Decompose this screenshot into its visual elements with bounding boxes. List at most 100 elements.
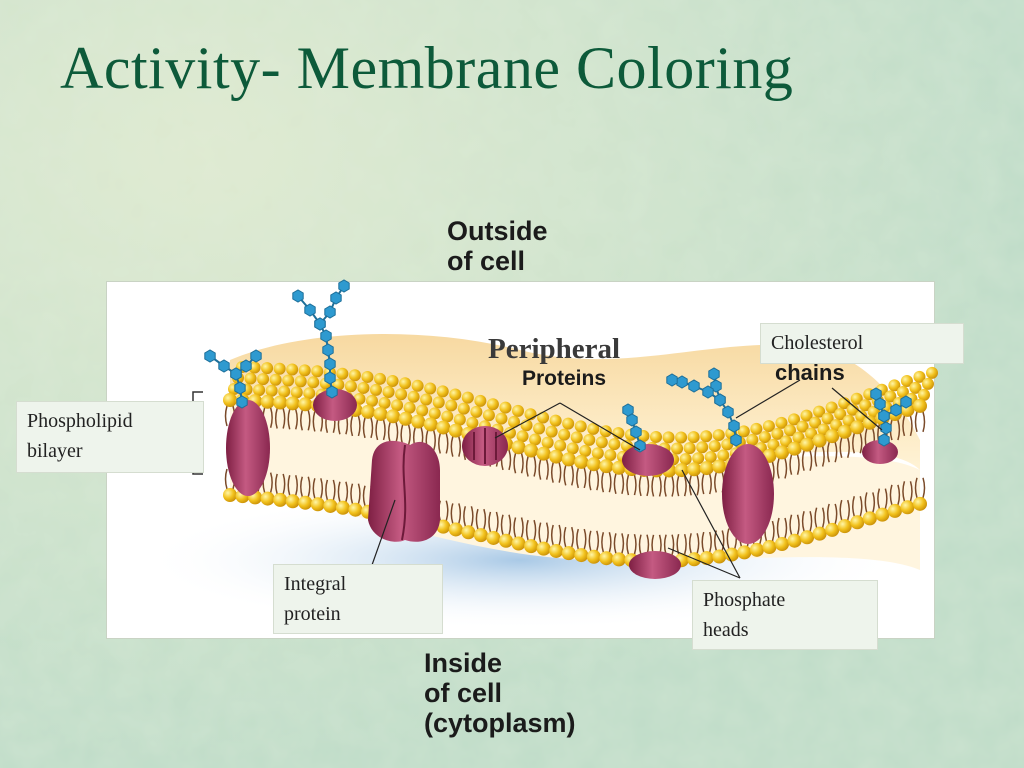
phosphate-head <box>436 519 451 534</box>
phosphate-head <box>650 430 662 443</box>
phosphate-head <box>511 440 526 455</box>
phosphate-head <box>699 461 714 476</box>
phosphate-head <box>307 376 320 389</box>
sugar-unit <box>314 317 326 331</box>
phosphate-head <box>692 452 705 465</box>
phosphate-head <box>787 533 802 548</box>
sugar-unit <box>688 379 700 393</box>
phosphate-head <box>403 401 416 414</box>
sugar-unit <box>890 403 902 417</box>
phosphate-head <box>512 404 524 417</box>
phosphate-head <box>775 416 788 429</box>
phosphate-head <box>800 530 815 545</box>
phosphate-head <box>599 551 614 566</box>
lipid-tail <box>877 488 888 509</box>
lipid-tail <box>576 467 587 489</box>
callout-line: Phospholipid <box>27 410 133 432</box>
phosphate-head <box>310 497 325 512</box>
lipid-tail <box>438 433 449 454</box>
sugar-unit <box>702 385 714 399</box>
phosphate-head <box>846 403 859 416</box>
phosphate-head <box>516 430 529 443</box>
phosphate-head <box>508 415 520 428</box>
lipid-tail <box>826 503 838 525</box>
phosphate-head <box>298 397 313 412</box>
sugar-unit <box>666 373 678 387</box>
phosphate-head <box>265 384 278 397</box>
phosphate-head <box>800 409 813 422</box>
phosphate-head <box>424 382 437 395</box>
sugar-unit <box>338 279 350 293</box>
peripheral-label: Peripheral <box>488 333 621 365</box>
phosphate-head <box>775 536 789 551</box>
lipid-tail <box>688 533 700 554</box>
phosphate-head <box>457 402 470 415</box>
lipid-tail <box>350 483 361 504</box>
phosphate-head <box>922 377 934 390</box>
lipid-tail <box>789 514 800 535</box>
phosphate-head <box>700 430 713 443</box>
outside-label-line-1: Outside <box>447 216 548 246</box>
sugar-unit <box>900 395 912 409</box>
sugar-unit <box>240 359 252 373</box>
phosphate-head <box>784 424 796 437</box>
phosphate-head <box>724 547 739 562</box>
outside-of-cell-label: Outside of cell <box>447 216 548 276</box>
lipid-tail <box>814 446 825 467</box>
lipid-tail <box>889 484 901 506</box>
lipid-tail <box>525 456 537 477</box>
sugar-unit <box>722 405 734 419</box>
phosphate-head <box>721 438 734 451</box>
phosphate-head <box>662 431 675 444</box>
phosphate-head <box>825 429 840 444</box>
phosphate-head <box>348 369 361 382</box>
sugar-unit <box>218 359 230 373</box>
sugar-unit <box>730 433 742 447</box>
leader-lines <box>371 379 883 579</box>
phosphate-head <box>586 549 601 564</box>
lipid-tail <box>538 459 549 480</box>
phosphate-head <box>361 404 375 419</box>
lipid-tail <box>274 473 286 495</box>
phosphate-head <box>775 445 789 460</box>
phosphate-head <box>244 372 257 385</box>
phosphate-head <box>574 420 587 433</box>
phosphate-head <box>562 417 575 430</box>
phosphate-head <box>896 386 909 399</box>
phosphate-head <box>348 502 363 517</box>
phosphate-head <box>366 394 378 407</box>
phosphate-head <box>504 426 516 439</box>
chains-label: chains <box>775 360 845 385</box>
lipid-tail <box>914 477 926 499</box>
sugar-unit <box>878 409 890 423</box>
sugar-unit <box>326 385 338 399</box>
phosphate-head <box>608 438 621 451</box>
phosphate-head <box>679 453 692 466</box>
phosphate-head <box>587 422 600 435</box>
phosphate-head <box>687 462 702 477</box>
proteins-label: Proteins <box>522 367 607 390</box>
phosphate-head <box>704 451 717 464</box>
lipid-tail <box>513 453 524 474</box>
callout-line: heads <box>703 619 749 641</box>
lipid-tail <box>789 454 800 475</box>
sugar-unit <box>626 413 638 427</box>
sugar-unit <box>324 357 336 371</box>
lipid-tail <box>387 422 399 443</box>
phosphate-head <box>909 381 922 394</box>
phosphate-head <box>282 374 295 387</box>
phosphate-head <box>428 407 441 420</box>
lipid-tail <box>626 474 637 496</box>
sugar-unit <box>708 367 720 381</box>
integral-protein-callout: Integral protein <box>273 564 443 634</box>
lipid-tail <box>450 503 462 524</box>
phosphate-head <box>436 385 449 398</box>
inside-label-line-2: of cell <box>424 678 503 708</box>
phosphate-head <box>696 441 709 454</box>
lipid-tail <box>475 508 487 530</box>
phosphate-head <box>887 503 902 518</box>
phosphate-head <box>294 375 307 388</box>
phosphate-head <box>486 398 499 411</box>
phosphate-head <box>611 552 626 567</box>
peripheral-protein-right <box>862 440 898 464</box>
